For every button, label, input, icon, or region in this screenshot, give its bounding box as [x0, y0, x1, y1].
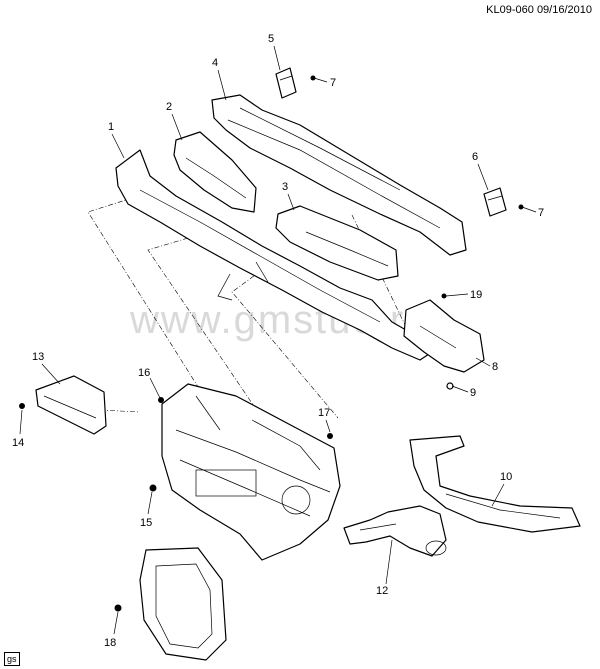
nut-15-icon	[149, 484, 157, 492]
callout-4: 4	[212, 57, 218, 69]
callout-16: 16	[138, 367, 150, 379]
nut-16-icon	[158, 397, 164, 403]
part-upper-crossbar	[211, 94, 467, 256]
callout-7b: 7	[538, 207, 544, 219]
part-bracket-5	[275, 67, 297, 99]
callout-14: 14	[12, 437, 24, 449]
part-floor-duct-center	[343, 505, 447, 557]
callout-5: 5	[268, 33, 274, 45]
callout-2: 2	[166, 101, 172, 113]
gs-badge: gs	[4, 652, 20, 666]
nut-17-icon	[327, 433, 333, 439]
callout-17: 17	[318, 407, 330, 419]
callout-12: 12	[376, 585, 388, 597]
callout-3: 3	[282, 181, 288, 193]
clip-9-icon	[446, 382, 454, 390]
screw-7a-icon	[310, 75, 316, 81]
part-left-duct	[173, 131, 257, 213]
callout-1: 1	[108, 121, 114, 133]
part-seal-plate	[139, 547, 227, 661]
callout-7a: 7	[330, 77, 336, 89]
diagram-code: KL09-060	[486, 4, 534, 16]
part-bracket-6	[483, 187, 507, 217]
callout-8: 8	[492, 361, 498, 373]
nut-18-icon	[114, 604, 122, 612]
callout-13: 13	[32, 351, 44, 363]
diagram-header: KL09-060 09/16/2010	[486, 4, 592, 16]
callouts: 1 2 3 4 5 6 7 7 8 9 10 12 13 14 15 16 17…	[12, 33, 544, 649]
callout-10: 10	[500, 471, 512, 483]
callout-9: 9	[470, 387, 476, 399]
screw-19-icon	[441, 293, 447, 299]
part-floor-duct-right	[409, 435, 581, 533]
screw-7b-icon	[518, 204, 524, 210]
part-center-duct	[275, 205, 399, 281]
callout-15: 15	[140, 517, 152, 529]
part-side-duct	[35, 375, 107, 435]
callout-6: 6	[472, 151, 478, 163]
part-right-duct	[403, 299, 485, 373]
callout-18: 18	[104, 637, 116, 649]
hvac-module	[161, 383, 341, 561]
leader-lines	[19, 45, 537, 635]
clip-14-icon	[19, 403, 25, 409]
callout-19: 19	[470, 289, 482, 301]
diagram-date: 09/16/2010	[536, 4, 592, 16]
